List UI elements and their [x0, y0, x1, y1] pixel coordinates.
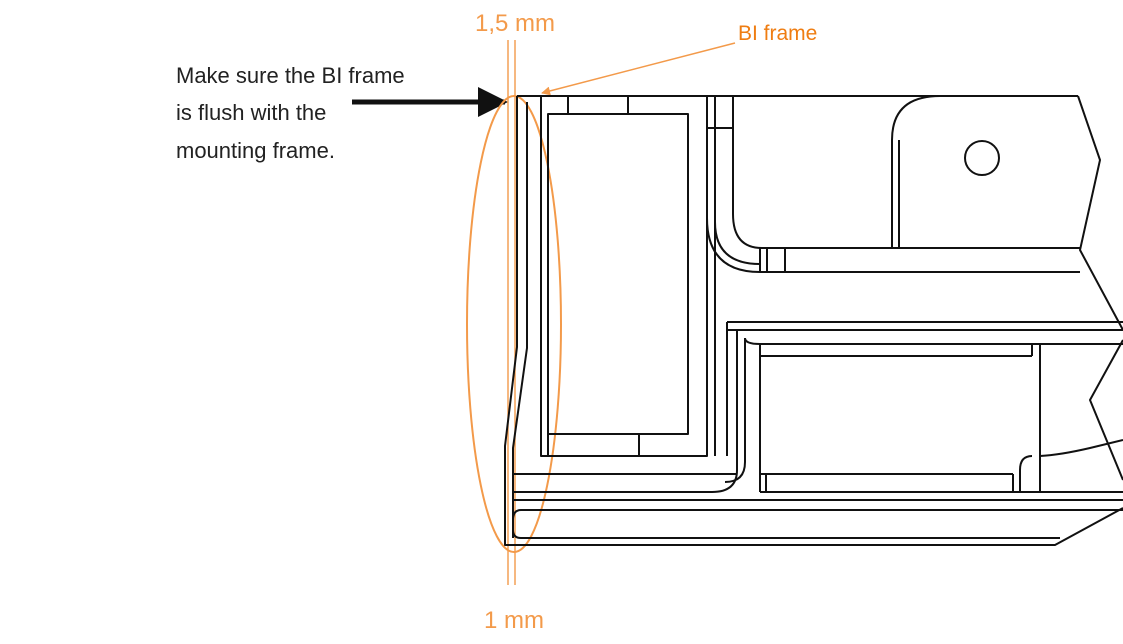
bi-frame-callout-label: BI frame	[738, 22, 817, 45]
flush-area-highlight	[466, 95, 562, 553]
dimension-label-top: 1,5 mm	[475, 10, 555, 37]
frame-profile-drawing	[504, 95, 1123, 546]
instruction-line-3: mounting frame.	[176, 138, 335, 163]
dimension-label-bottom: 1 mm	[484, 607, 544, 634]
dimension-guide-lines	[507, 40, 516, 585]
instruction-line-2: is flush with the	[176, 100, 326, 125]
instruction-line-1: Make sure the BI frame	[176, 63, 405, 88]
bi-frame-callout-arrow	[541, 42, 736, 96]
